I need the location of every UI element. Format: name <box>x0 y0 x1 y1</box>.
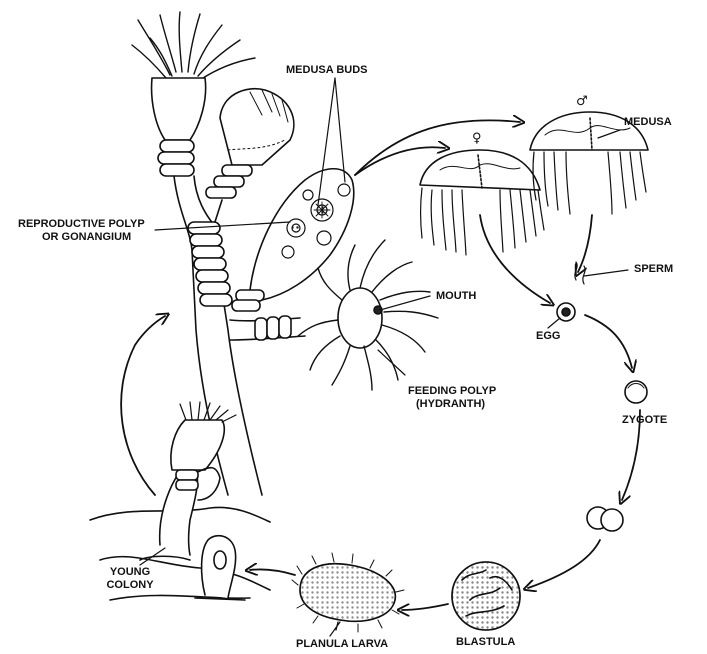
label-blastula: BLASTULA <box>456 636 515 648</box>
gonangium-stalk <box>232 290 264 311</box>
label-planula-larva: PLANULA LARVA <box>296 638 388 650</box>
settled-larva <box>202 536 236 598</box>
label-zygote: ZYGOTE <box>622 414 667 426</box>
top-hydranth-tentacles <box>132 12 255 80</box>
feeding-polyp-body <box>338 288 382 348</box>
two-cell-stage <box>587 507 623 531</box>
stem-rings <box>158 140 194 176</box>
label-feeding-polyp-line1: FEEDING POLYP <box>408 385 496 397</box>
feeding-branch-rings <box>255 316 291 340</box>
female-symbol: ♀ <box>472 133 482 145</box>
label-medusa-buds: MEDUSA BUDS <box>286 64 368 76</box>
sperm-drawing <box>575 262 585 284</box>
label-young-colony-line2: COLONY <box>100 579 160 591</box>
label-medusa: MEDUSA <box>624 116 672 128</box>
label-sperm: SPERM <box>634 263 673 275</box>
label-mouth: MOUTH <box>436 290 476 302</box>
label-reproductive-polyp-line1: REPRODUCTIVE POLYP <box>18 218 145 230</box>
blastula-drawing <box>452 562 520 630</box>
label-egg: EGG <box>536 330 560 342</box>
planula-larva-drawing <box>292 553 404 632</box>
zygote <box>625 381 647 403</box>
male-symbol: ♂ <box>576 96 588 108</box>
top-hydranth-body <box>152 78 206 140</box>
cycle-arrows <box>121 120 640 610</box>
bud-stalk-rings <box>206 165 252 198</box>
closed-gonotheca <box>220 89 294 165</box>
label-reproductive-polyp-line2: OR GONANGIUM <box>42 231 131 243</box>
label-young-colony-line1: YOUNG <box>100 566 160 578</box>
label-feeding-polyp-line2: (HYDRANTH) <box>416 398 485 410</box>
hydroid-colony <box>90 12 438 600</box>
female-medusa <box>420 150 544 255</box>
